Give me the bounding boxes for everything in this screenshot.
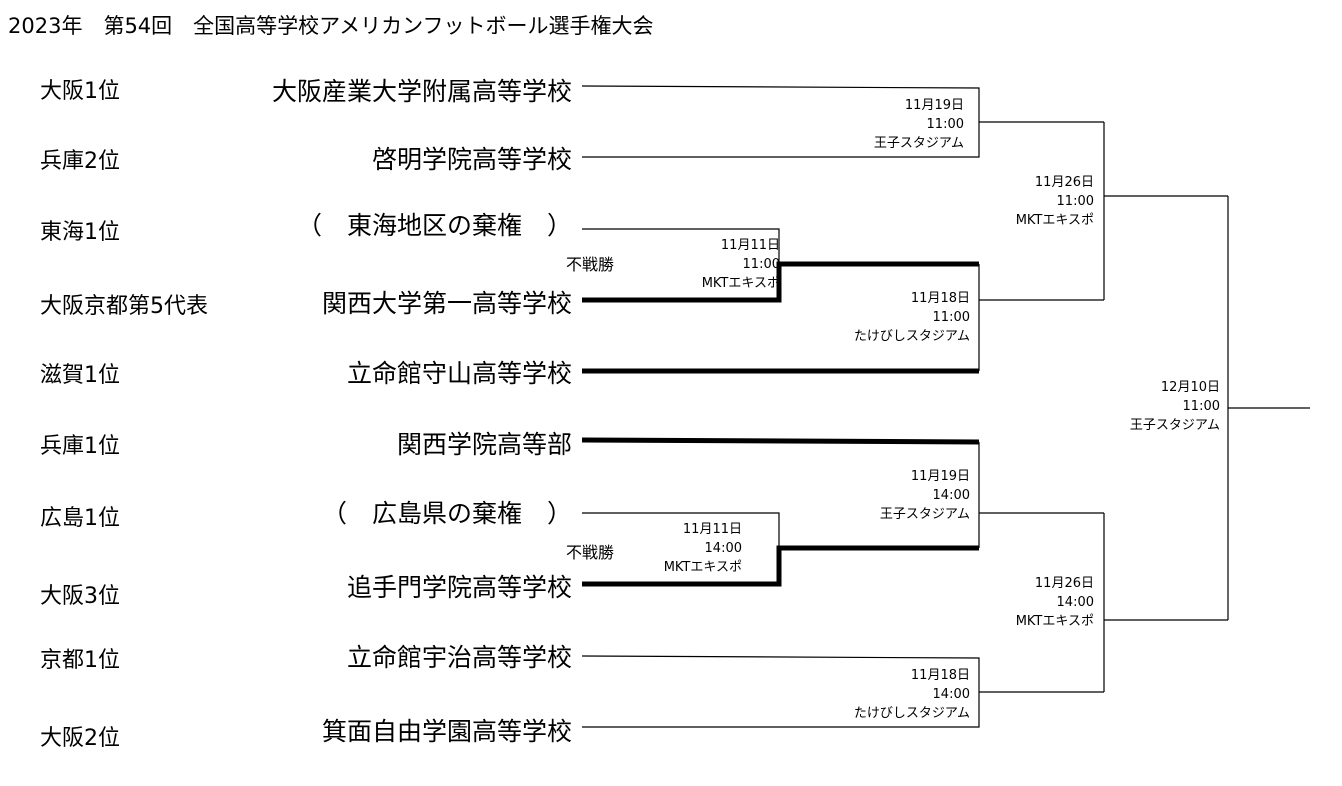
match-info-sfb: 11月26日 14:00 MKTエキスポ [1016, 574, 1094, 631]
match-date: 11月26日 [1034, 576, 1094, 591]
seed-label: 兵庫2位 [40, 149, 120, 174]
match-date: 11月11日 [682, 522, 742, 537]
match-time: 11:00 [742, 257, 780, 272]
match-info-final: 12月10日 11:00 王子スタジアム [1130, 378, 1220, 435]
match-info-r1a: 11月11日 11:00 MKTエキスポ [702, 236, 780, 293]
match-info-r2c: 11月19日 14:00 王子スタジアム [880, 467, 970, 524]
seed-label: 兵庫1位 [40, 434, 120, 459]
seed-label: 大阪京都第5代表 [40, 294, 208, 319]
match-date: 11月19日 [904, 98, 964, 113]
page-title: 2023年 第54回 全国高等学校アメリカンフットボール選手権大会 [8, 14, 654, 38]
bracket-line [581, 85, 980, 158]
seed-label: 京都1位 [40, 648, 120, 673]
bracket-line [582, 512, 780, 548]
seed-label: 滋賀1位 [40, 363, 120, 388]
match-time: 11:00 [1182, 399, 1220, 414]
team-name: 関西学院高等部 [396, 430, 572, 459]
team-name: 立命館宇治高等学校 [346, 643, 572, 672]
seed-label: 広島1位 [40, 506, 120, 531]
seed-label: 大阪2位 [40, 726, 120, 751]
match-venue: MKTエキスポ [1015, 614, 1094, 629]
match-time: 14:00 [932, 687, 970, 702]
seed-label: 東海1位 [40, 220, 120, 245]
match-date: 11月26日 [1034, 175, 1094, 190]
walkover-label: 不戦勝 [566, 543, 615, 562]
match-info-r2a: 11月19日 11:00 王子スタジアム [874, 96, 964, 153]
match-time: 11:00 [1056, 194, 1094, 209]
match-date: 11月18日 [910, 291, 970, 306]
seed-label: 大阪1位 [40, 79, 120, 104]
match-date: 11月18日 [910, 668, 970, 683]
match-venue: 王子スタジアム [873, 136, 964, 151]
bracket-line [582, 228, 780, 264]
winner-line [581, 437, 980, 445]
match-venue: 王子スタジアム [1129, 418, 1220, 433]
match-time: 11:00 [926, 117, 964, 132]
bracket-line [581, 655, 980, 728]
team-name: 箕面自由学園高等学校 [321, 717, 572, 746]
match-time: 14:00 [704, 541, 742, 556]
match-info-r1b: 11月11日 14:00 MKTエキスポ [664, 520, 742, 577]
match-info-r2d: 11月18日 14:00 たけびしスタジアム [854, 666, 970, 723]
match-venue: MKTエキスポ [1015, 213, 1094, 228]
match-venue: MKTエキスポ [663, 560, 742, 575]
team-name: 大阪産業大学附属高等学校 [271, 77, 572, 106]
match-date: 11月19日 [910, 469, 970, 484]
match-venue: たけびしスタジアム [853, 329, 970, 344]
team-name: （ 東海地区の棄権 ） [296, 211, 572, 240]
match-date: 12月10日 [1160, 380, 1220, 395]
match-venue: MKTエキスポ [701, 276, 780, 291]
team-name: 立命館守山高等学校 [346, 359, 572, 388]
team-name: 関西大学第一高等学校 [321, 289, 572, 318]
team-name: （ 広島県の棄権 ） [321, 499, 572, 528]
team-name: 啓明学院高等学校 [371, 145, 572, 174]
match-date: 11月11日 [720, 238, 780, 253]
match-time: 14:00 [1056, 595, 1094, 610]
seed-label: 大阪3位 [40, 584, 120, 609]
match-info-sfa: 11月26日 11:00 MKTエキスポ [1016, 173, 1094, 230]
match-info-r2b: 11月18日 11:00 たけびしスタジアム [854, 289, 970, 346]
match-time: 11:00 [932, 310, 970, 325]
winner-line [582, 545, 979, 587]
walkover-label: 不戦勝 [566, 255, 615, 274]
match-time: 14:00 [932, 488, 970, 503]
match-venue: たけびしスタジアム [853, 706, 970, 721]
match-venue: 王子スタジアム [879, 507, 970, 522]
team-name: 追手門学院高等学校 [346, 573, 572, 602]
winner-line [582, 261, 979, 303]
